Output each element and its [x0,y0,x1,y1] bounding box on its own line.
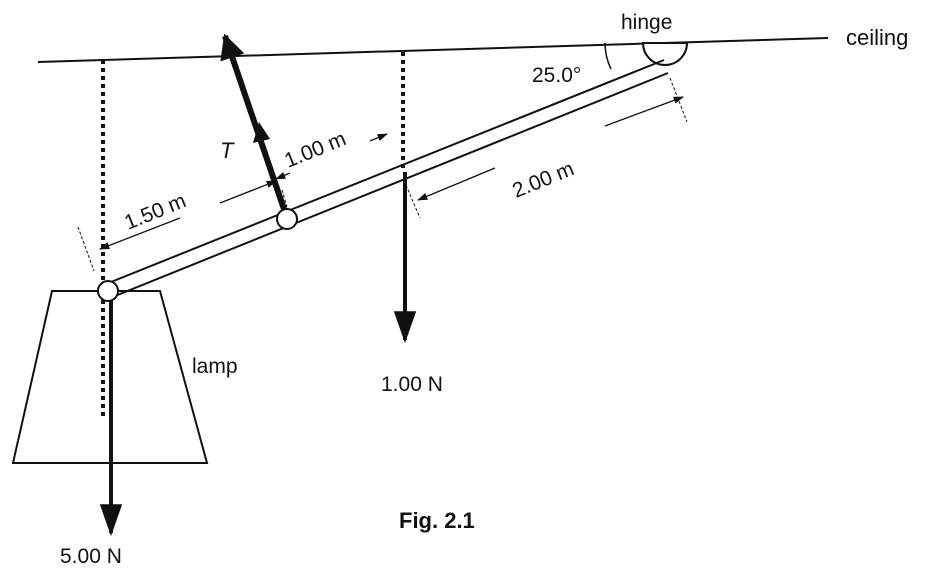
hinge-symbol [641,42,689,66]
distance-label-1-00m: 1.00 m [281,127,349,172]
tension-arrow-mid-head [253,122,270,143]
cable-attachment-point [276,208,298,230]
dimension-arrow-1-50m-start [99,217,181,250]
dimension-arrow-1-00m-end [369,133,388,142]
angle-arc [604,42,612,70]
lamp-shade [11,290,209,464]
lamp-label: lamp [192,355,238,378]
tension-label: T [220,138,235,163]
tension-arrow [220,33,288,213]
figure-caption: Fig. 2.1 [399,508,475,533]
rod-edge-top [105,59,665,285]
hinge-label: hinge [621,11,672,34]
distance-label-2-00m: 2.00 m [509,157,577,202]
dimension-arrow-1-00m-start [275,171,291,180]
angle-label: 25.0° [532,64,581,87]
lamp-attachment-point [97,280,119,302]
extension-tick-lamp [77,226,95,272]
ceiling-line [37,37,829,63]
extension-tick-cable [281,189,288,208]
lamp-weight-label: 5.00 N [60,545,122,568]
dimension-arrow-2-00m-end [604,96,684,127]
extension-tick-hinge [669,77,688,123]
rod-weight-label: 1.00 N [381,373,443,396]
dimension-arrow-2-00m-start [417,167,496,201]
ceiling-label: ceiling [846,25,908,50]
dimension-arrow-1-50m-end [219,180,277,204]
rod-edge-bottom [109,72,669,299]
extension-tick-rod-weight [405,184,421,219]
